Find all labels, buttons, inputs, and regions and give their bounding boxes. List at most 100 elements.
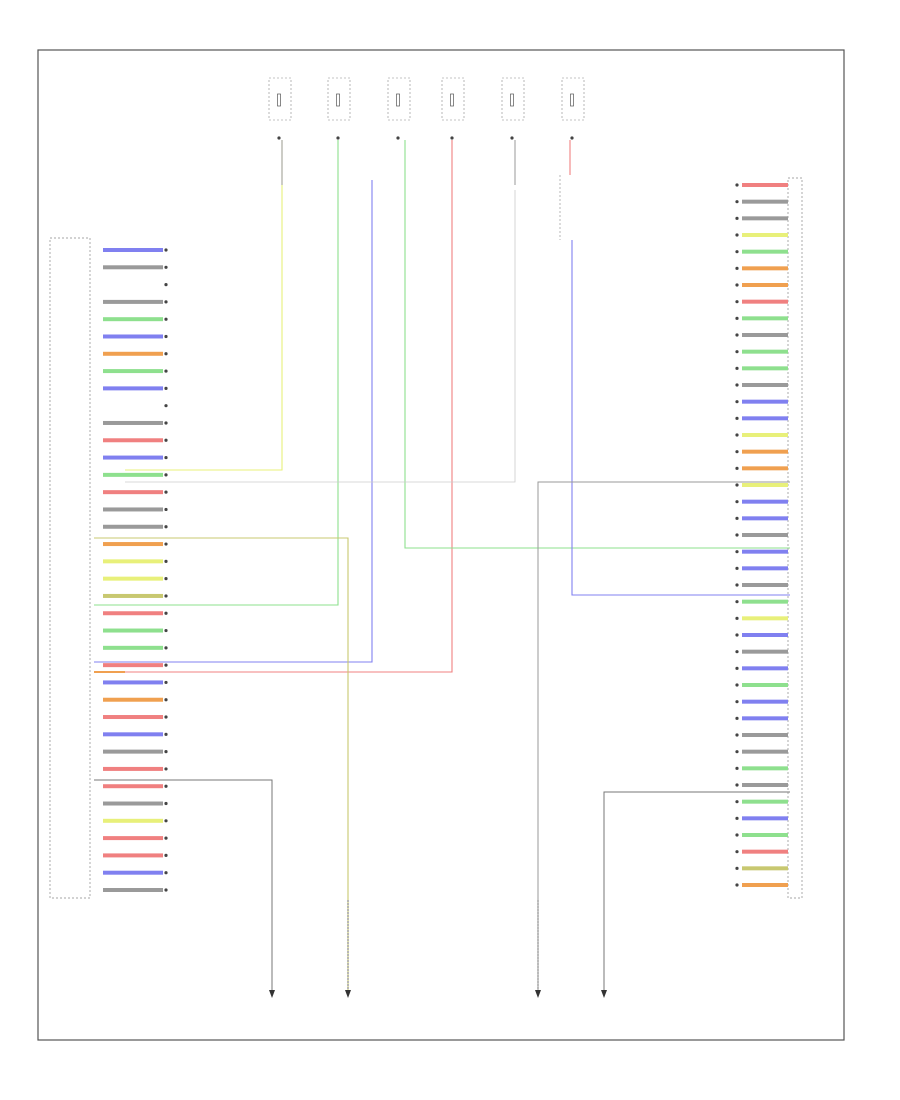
right-pin-dot [735, 550, 739, 554]
right-wire-segment [742, 666, 788, 671]
right-pin-dot [735, 883, 739, 887]
right-wire-segment [742, 833, 788, 837]
fuse-icon [510, 93, 514, 107]
right-wire-segment [742, 866, 788, 871]
right-wire-segment [742, 616, 788, 621]
left-wire-segment [103, 853, 163, 858]
left-pin-dot [164, 300, 168, 304]
right-wire-segment [742, 683, 788, 687]
left-pin-dot [164, 369, 168, 373]
right-pin-dot [735, 666, 739, 670]
left-wire-segment [103, 732, 163, 737]
right-wire-segment [742, 266, 788, 271]
right-pin-dot [735, 183, 739, 187]
wire-blue-right [571, 240, 790, 596]
right-pin-dot [735, 216, 739, 220]
left-pin-dot [164, 473, 168, 477]
right-wire-segment [742, 599, 788, 604]
left-wire-segment [103, 472, 163, 477]
wire-yellow [125, 140, 283, 471]
right-pin-dot [735, 566, 739, 570]
left-pin-dot [164, 698, 168, 702]
right-pin-dot [735, 583, 739, 587]
left-wire-segment [103, 836, 163, 841]
left-wire-segment [103, 317, 163, 322]
right-pin-dot [735, 733, 739, 737]
right-wire-segment [742, 433, 788, 437]
right-pin-dot [735, 816, 739, 820]
right-pin-dot [735, 233, 739, 237]
right-pin-dot [735, 633, 739, 637]
diagram-frame [37, 49, 845, 1041]
left-wire-segment [103, 576, 163, 581]
left-pin-dot [164, 888, 168, 892]
fuse-terminal-dot [570, 136, 574, 140]
left-connector-group [49, 237, 168, 899]
left-pin-dot [164, 611, 168, 615]
fuse-icon [570, 93, 574, 107]
right-wire-segment [742, 766, 788, 771]
right-wire-segment [742, 449, 788, 454]
fuse-icon [336, 93, 340, 107]
left-wire-segment [103, 766, 163, 771]
right-pin-dot [735, 400, 739, 404]
right-wire-segment [742, 399, 788, 404]
left-pin-dot [164, 853, 168, 858]
fuse-icon [277, 93, 281, 107]
right-pin-dot [735, 850, 739, 854]
fuse-icon [450, 93, 454, 107]
right-wire-segment [742, 849, 788, 854]
left-connector-outline [49, 237, 91, 899]
right-wire-segment [742, 699, 788, 704]
left-wire-segment [103, 680, 163, 685]
right-pin-dot [735, 266, 739, 270]
left-pin-dot [164, 577, 168, 581]
left-pin-dot [164, 248, 168, 252]
left-wire-segment [103, 801, 163, 806]
left-wire-segment [103, 645, 163, 650]
right-pin-dot [735, 200, 739, 204]
right-pin-dot [735, 833, 739, 837]
right-wire-segment [742, 216, 788, 221]
right-pin-dot [735, 683, 739, 687]
left-pin-dot [164, 317, 168, 321]
left-pin-dot [164, 421, 168, 425]
right-connector-group [735, 177, 803, 899]
right-connector-outline [787, 177, 803, 899]
right-wire-segment [742, 883, 788, 887]
right-wire-segment [742, 366, 788, 371]
right-wire-segment [742, 416, 788, 421]
right-wire-segment [742, 233, 788, 237]
left-pin-dot [164, 352, 168, 356]
left-pin-dot [164, 750, 168, 754]
left-pin-dot [164, 265, 168, 269]
right-pin-dot [735, 800, 739, 804]
wire-green-right [404, 140, 790, 549]
left-pin-dot [164, 404, 168, 408]
right-wire-segment [742, 583, 788, 587]
left-pin-dot [164, 594, 168, 598]
right-pin-dot [735, 766, 739, 770]
left-wire-segment [103, 715, 163, 720]
right-pin-dot [735, 500, 739, 504]
left-wire-segment [103, 490, 163, 495]
left-wire-segment [103, 663, 163, 668]
right-pin-dot [735, 316, 739, 320]
wire-green [94, 140, 339, 606]
right-wire-segment [742, 649, 788, 654]
right-wire-segment [742, 249, 788, 254]
wire-routing-group [94, 140, 790, 990]
left-wire-segment [103, 628, 163, 633]
left-wire-segment [103, 455, 163, 460]
fuse-terminal-dot [510, 136, 514, 140]
left-pin-dot [164, 282, 168, 287]
wire-blue [94, 180, 373, 663]
left-wire-segment [103, 265, 163, 270]
left-pin-dot [164, 732, 168, 736]
right-pin-dot [735, 650, 739, 654]
right-pin-dot [735, 450, 739, 454]
right-wire-segment [742, 349, 788, 354]
left-wire-segment [103, 870, 163, 875]
wire-red [94, 140, 453, 673]
right-pin-dot [735, 700, 739, 704]
